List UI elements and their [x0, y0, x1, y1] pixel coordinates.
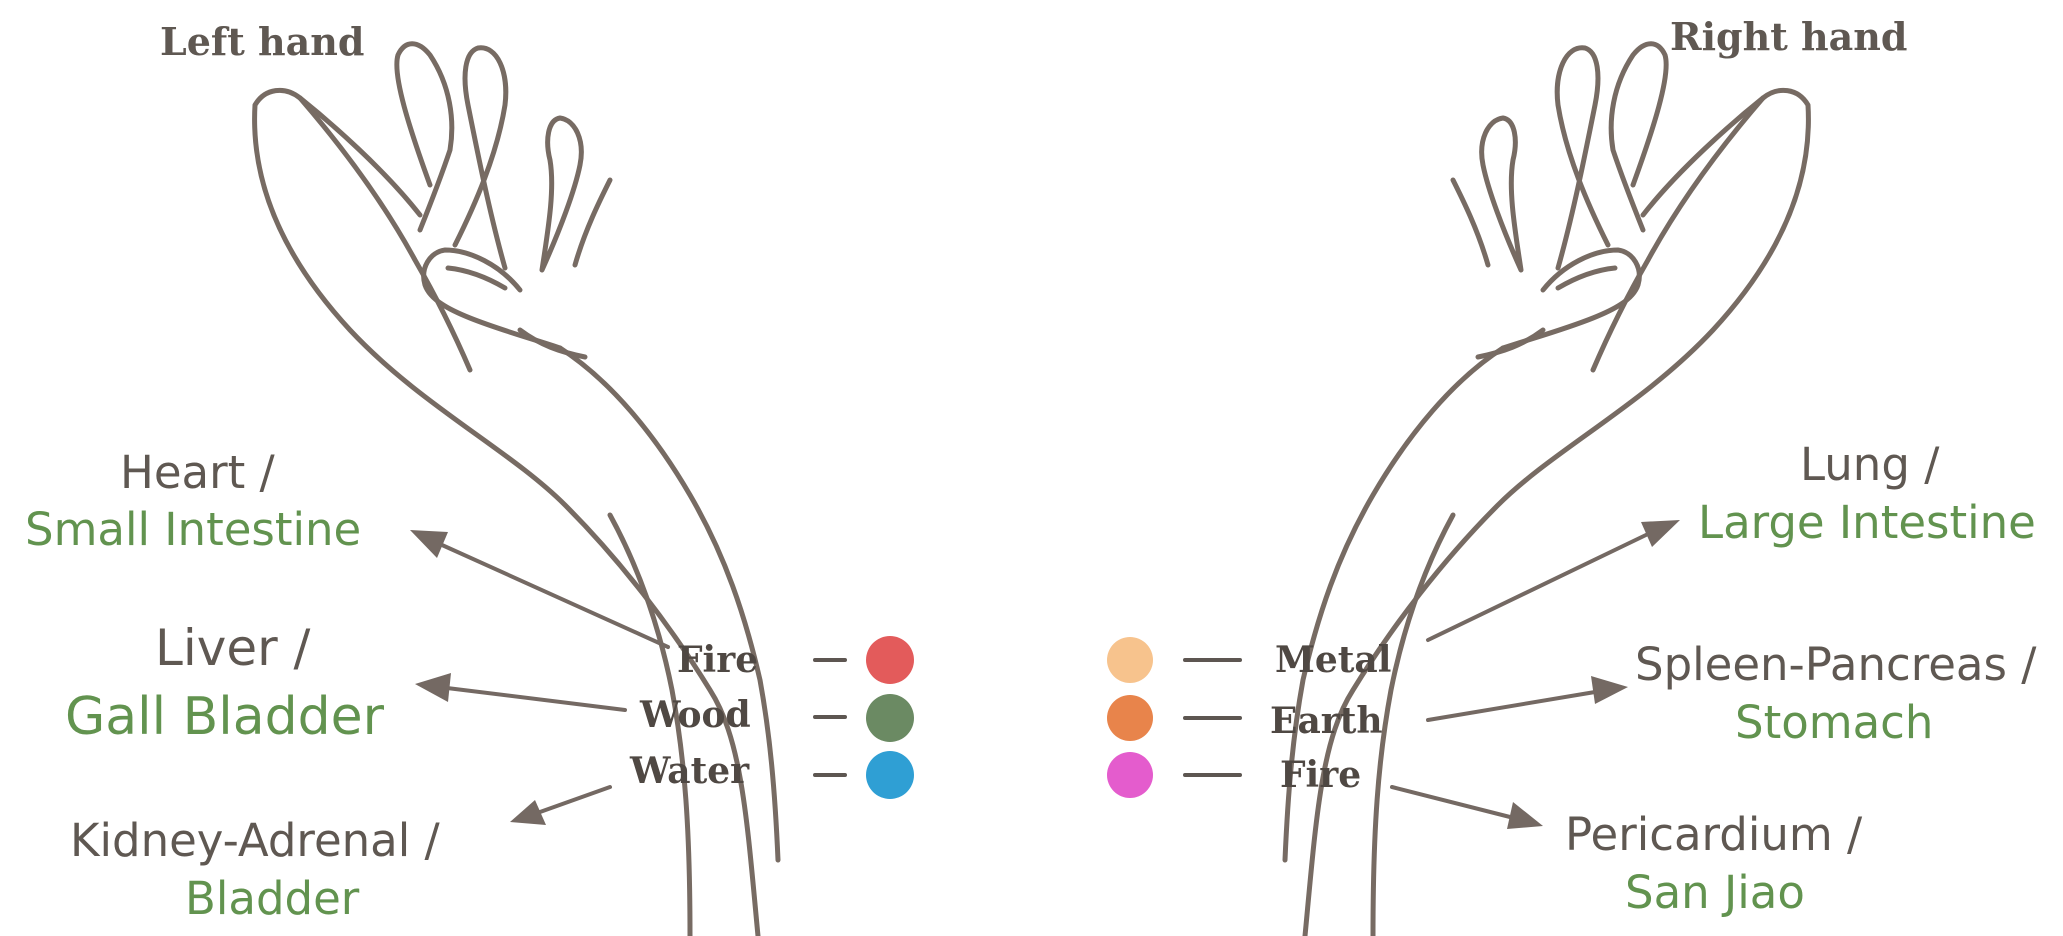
right-yang-organ-2: Stomach [1735, 696, 1933, 749]
right-yin-organ-2: Spleen-Pancreas / [1635, 638, 2037, 691]
left-pulse-point-fire [866, 636, 914, 684]
left-pulse-point-water [866, 751, 914, 799]
right-yin-organ-3: Pericardium / [1565, 808, 1863, 861]
right-pulse-point-fire [1107, 752, 1153, 798]
right-yang-organ-3: San Jiao [1625, 866, 1805, 919]
left-yin-organ-2: Liver / [155, 619, 311, 677]
right-hand-title: Right hand [1670, 14, 1907, 59]
right-yang-organ-1: Large Intestine [1698, 496, 2036, 549]
left-yin-organ-3: Kidney-Adrenal / [70, 814, 441, 867]
right-pulse-point-metal [1107, 637, 1153, 683]
left-element-label-3: Water [629, 750, 750, 792]
left-element-label-2: Wood [639, 694, 751, 736]
left-yang-organ-3: Bladder [185, 872, 360, 925]
right-pulse-point-earth [1107, 695, 1153, 741]
right-yin-organ-1: Lung / [1800, 438, 1940, 491]
left-yang-organ-2: Gall Bladder [65, 687, 385, 747]
left-yang-organ-1: Small Intestine [25, 503, 361, 556]
left-yin-organ-1: Heart / [120, 446, 276, 499]
right-element-label-1: Metal [1275, 639, 1391, 681]
left-hand-title: Left hand [160, 19, 364, 64]
left-element-label-1: Fire [677, 639, 758, 681]
right-element-label-2: Earth [1270, 700, 1383, 742]
left-pulse-point-wood [866, 694, 914, 742]
right-element-label-3: Fire [1280, 754, 1361, 796]
